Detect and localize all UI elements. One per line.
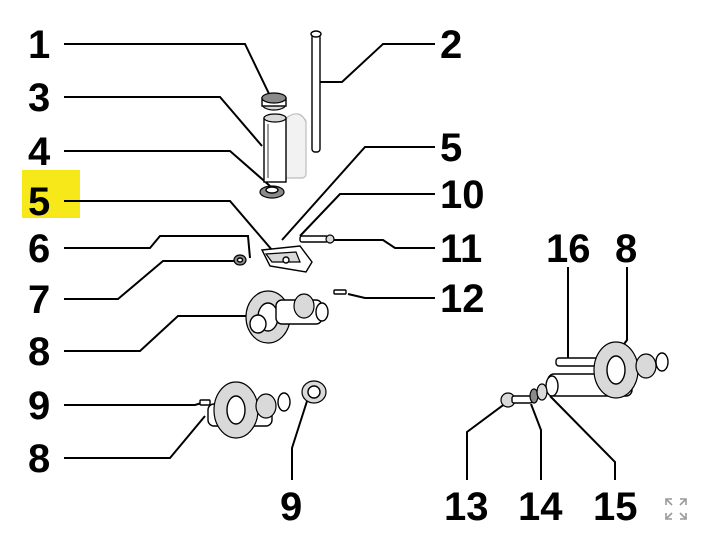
callout-15: 15 (593, 485, 638, 529)
parts-upper (233, 30, 347, 344)
callout-8-right: 8 (615, 227, 637, 271)
callout-14: 14 (518, 485, 563, 529)
callout-16: 16 (546, 227, 591, 271)
parts-lower-left (199, 380, 327, 439)
callout-12: 12 (440, 277, 485, 321)
callout-6: 6 (28, 227, 50, 271)
callout-1: 1 (28, 23, 50, 67)
callout-4: 4 (28, 130, 51, 174)
callout-9-bottom: 9 (280, 485, 302, 529)
callout-13: 13 (444, 485, 489, 529)
callout-numbers: 1 2 3 4 5 5 6 7 8 9 8 9 10 11 12 13 14 1… (28, 23, 638, 529)
callout-8-upper: 8 (28, 330, 50, 374)
callout-5-right: 5 (440, 126, 462, 170)
leader-lines (64, 43, 628, 480)
callout-highlight (22, 170, 80, 218)
callout-3: 3 (28, 76, 50, 120)
callout-2: 2 (440, 23, 462, 67)
callout-8-lower: 8 (28, 437, 50, 481)
expand-icon[interactable] (663, 496, 689, 522)
callout-7: 7 (28, 278, 50, 322)
parts-lower-right (500, 341, 669, 408)
callout-10: 10 (440, 173, 485, 217)
callout-11: 11 (440, 227, 482, 271)
callout-5-left: 5 (28, 180, 50, 224)
callout-9-left: 9 (28, 384, 50, 428)
